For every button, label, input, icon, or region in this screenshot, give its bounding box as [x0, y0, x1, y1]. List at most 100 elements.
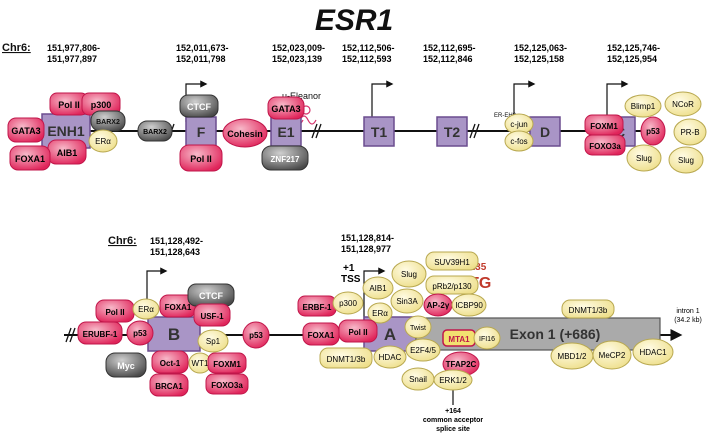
factor-label: GATA3 [271, 104, 300, 114]
factor-er-alpha [88, 129, 118, 153]
factor-pr-b [673, 118, 707, 146]
e1-factors: GATA3 ZNF217 [261, 96, 309, 171]
element-b-label: B [168, 325, 180, 344]
factor-label: Pol II [105, 308, 124, 317]
factor-label: Pol II [58, 100, 80, 110]
factor-label: ERUBF-1 [83, 330, 118, 339]
factor-gata3 [7, 117, 45, 143]
factor-usf-1 [193, 303, 231, 327]
factor-label: ERK1/2 [439, 376, 467, 385]
factor-c-fos [504, 130, 534, 152]
element-t2-label: T2 [444, 124, 461, 140]
factor-twist [404, 315, 432, 339]
factor-label: USF-1 [200, 312, 224, 321]
factor-slug [391, 260, 427, 288]
factor-label: MTA1 [448, 335, 470, 344]
factor-znf217 [261, 145, 309, 171]
factor-label: Snail [409, 375, 427, 384]
coord-c-end: 152,125,954 [607, 54, 657, 64]
factor-prb2-p130 [425, 275, 479, 295]
factor-pol-ii [338, 319, 378, 343]
factor-p53 [242, 321, 270, 349]
factor-label: AP-2γ [427, 301, 450, 310]
factor-label: AIB1 [57, 148, 78, 158]
factor-label: ZNF217 [271, 155, 300, 164]
factor-label: c-jun [510, 120, 527, 129]
exon-1-label: Exon 1 (+686) [510, 326, 601, 342]
u-eleanor-label: u-Eleanor [282, 91, 321, 101]
tss-plus1: +1 [343, 263, 355, 274]
factor-er-alpha [367, 302, 393, 324]
factor-label: BARX2 [96, 119, 120, 126]
coord-f-end: 152,011,798 [176, 54, 226, 64]
factor-label: CTCF [199, 291, 223, 301]
coord-f-start: 152,011,673- [176, 43, 229, 53]
element-t1-label: T1 [371, 124, 388, 140]
factor-ncor [664, 91, 702, 117]
factor-label: FOXM1 [590, 122, 618, 131]
factor-dnmt1-3b [561, 299, 615, 319]
factor-label: Pol II [348, 328, 367, 337]
factor-er-alpha [132, 298, 160, 320]
factor-foxo3a [205, 373, 249, 395]
factor-slug [668, 146, 704, 174]
factor-slug [626, 144, 662, 172]
factor-ifi16 [473, 326, 501, 350]
factor-label: FOXA1 [15, 154, 45, 164]
coord-d-end: 152,125,158 [514, 54, 564, 64]
coord-enh1-start: 151,977,806- [47, 43, 100, 53]
coord-a-end: 151,128,977 [341, 244, 391, 254]
coord-d-start: 152,125,063- [514, 43, 567, 53]
factor-label: Slug [678, 156, 694, 165]
factor-oct-1 [151, 350, 189, 374]
bottom-chr-label: Chr6: [108, 235, 137, 247]
factor-hdac1 [632, 338, 674, 366]
element-f-label: F [197, 124, 206, 140]
factor-label: ERα [138, 305, 154, 314]
title: ESR1 [315, 4, 393, 37]
bottom-break-marks [65, 327, 76, 343]
coord-enh1-end: 151,977,897 [47, 54, 97, 64]
element-enh1-label: ENH1 [47, 123, 85, 139]
factor-sin3a [390, 288, 424, 314]
factor-label: Slug [636, 154, 652, 163]
factor-label: p53 [646, 127, 660, 136]
factor-label: Myc [117, 361, 135, 371]
factor-label: pRb2/p130 [432, 282, 472, 291]
factor-aib1 [362, 276, 394, 300]
element-t2 [436, 116, 468, 147]
factor-label: ERα [372, 309, 388, 318]
factor-label: BARX2 [143, 129, 167, 136]
coord-b-start: 151,128,492- [150, 236, 203, 246]
factor-p53 [640, 116, 666, 146]
element-e1-label: E1 [277, 124, 294, 140]
factor-sp1 [197, 329, 229, 353]
factor-label: TFAP2C [446, 360, 477, 369]
factor-label: Slug [401, 270, 417, 279]
factor-label: IFI16 [479, 336, 495, 343]
factor-label: E2F4/5 [410, 346, 436, 355]
factor-label: c-fos [510, 137, 527, 146]
factor-label: HDAC [379, 353, 402, 362]
factor-suv39h1 [425, 251, 479, 271]
factor-label: WT1 [192, 359, 209, 368]
enh1-factors: Pol II p300 GATA3 AIB1 FOXA1 BARX2 ERα [7, 92, 126, 171]
factor-label: Sp1 [206, 337, 221, 346]
factor-label: FOXA1 [165, 303, 192, 312]
factor-erk1-2 [433, 369, 473, 391]
factor-label: SUV39H1 [434, 258, 470, 267]
d-factors: c-jun c-fos [504, 113, 534, 152]
factor-label: NCoR [672, 100, 694, 109]
coord-c-start: 152,125,746- [607, 43, 660, 53]
factor-label: FOXA1 [308, 331, 335, 340]
splice-label-2: splice site [436, 426, 470, 433]
intron-length: (34.2 kb) [674, 317, 702, 324]
factor-label: Oct-1 [160, 359, 181, 368]
factor-dnmt1-3b [319, 347, 373, 369]
factor-pol-ii [179, 144, 223, 172]
factor-mecp2 [592, 340, 632, 370]
element-d-label: D [540, 124, 550, 140]
coord-a-start: 151,128,814- [341, 233, 394, 243]
